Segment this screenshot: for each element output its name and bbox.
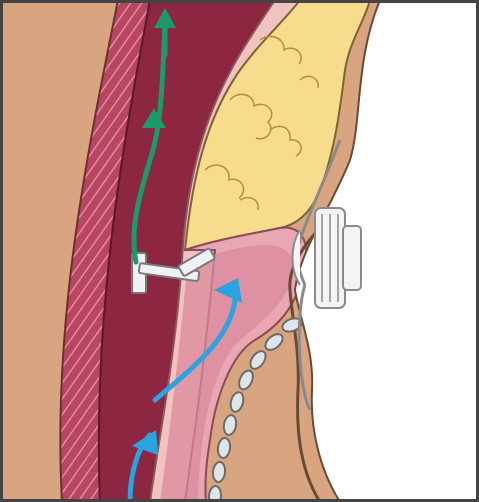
anatomy-illustration <box>0 0 479 502</box>
illustration-canvas <box>0 0 479 502</box>
